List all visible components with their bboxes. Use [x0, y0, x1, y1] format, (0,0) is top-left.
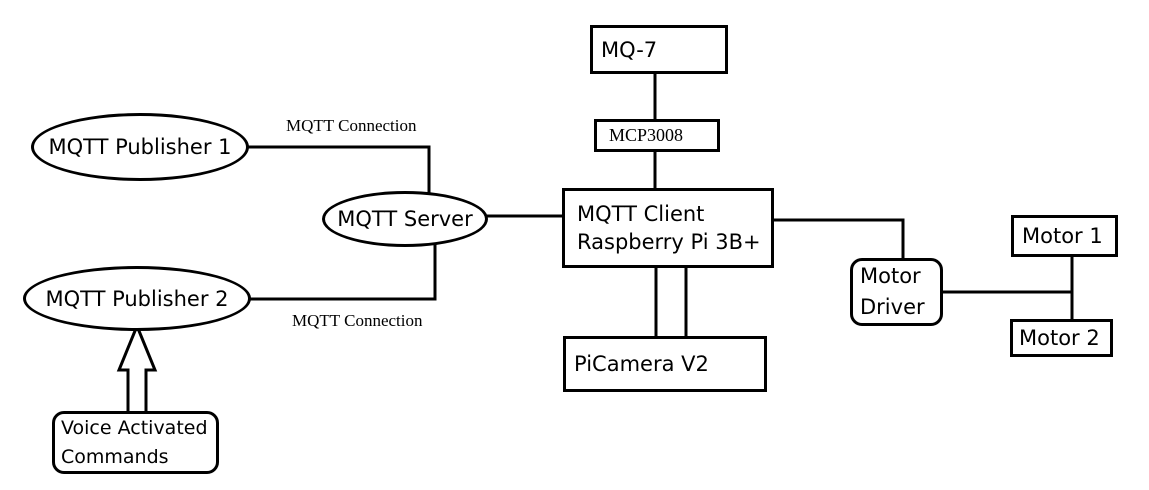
node-voice-commands-line2: Commands: [61, 445, 169, 468]
node-motor-1-label: Motor 1: [1022, 224, 1103, 248]
node-mqtt-client-line1: MQTT Client: [577, 202, 705, 226]
node-mqtt-publisher-2-label: MQTT Publisher 2: [45, 286, 229, 311]
node-motor-driver: Motor Driver: [850, 258, 943, 326]
wire-publisher1-server: [247, 145, 431, 196]
node-voice-commands-line1: Voice Activated: [61, 416, 208, 439]
node-motor-1: Motor 1: [1011, 215, 1118, 257]
edge-label-bottom: MQTT Connection: [292, 311, 423, 330]
node-mq7-label: MQ-7: [601, 37, 658, 62]
wire-publisher2-server: [249, 244, 437, 301]
node-motor-2-label: Motor 2: [1019, 326, 1100, 350]
node-mq7: MQ-7: [590, 25, 728, 74]
node-mqtt-publisher-2: MQTT Publisher 2: [23, 266, 251, 331]
node-mqtt-publisher-1: MQTT Publisher 1: [31, 113, 249, 181]
node-mcp3008-label: MCP3008: [609, 125, 684, 145]
wire-client-motor-driver: [773, 218, 905, 260]
node-picamera: PiCamera V2: [563, 336, 767, 392]
node-motor-2: Motor 2: [1010, 319, 1113, 357]
edge-label-top: MQTT Connection: [286, 116, 417, 135]
node-mqtt-publisher-1-label: MQTT Publisher 1: [48, 135, 232, 159]
node-mqtt-server-label: MQTT Server: [337, 207, 473, 231]
node-mqtt-client-line2: Raspberry Pi 3B+: [577, 230, 761, 254]
node-voice-commands: Voice Activated Commands: [52, 411, 219, 474]
node-mqtt-server: MQTT Server: [322, 191, 488, 247]
node-mcp3008: MCP3008: [594, 119, 720, 152]
node-motor-driver-line2: Driver: [860, 295, 925, 319]
hollow-up-arrow: [116, 322, 158, 412]
node-motor-driver-line1: Motor: [860, 264, 921, 288]
node-picamera-label: PiCamera V2: [574, 352, 709, 376]
node-mqtt-client: MQTT Client Raspberry Pi 3B+: [562, 188, 774, 268]
